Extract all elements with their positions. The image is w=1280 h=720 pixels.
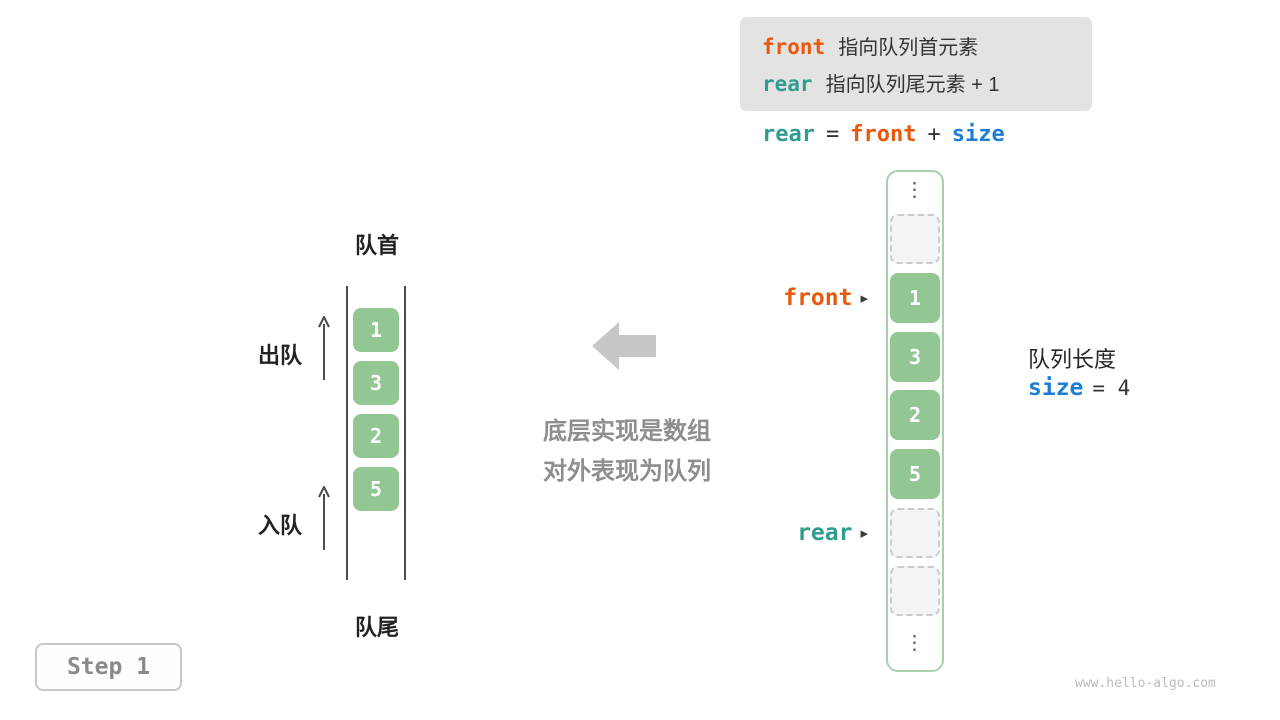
- equation-rear: rear: [762, 121, 815, 147]
- dequeue-arrow-icon: [318, 316, 330, 380]
- array-cell: 5: [890, 449, 940, 499]
- left-arrow-icon: [592, 322, 656, 370]
- front-pointer-arrow-icon: ▸: [860, 290, 868, 307]
- equation: rear = front + size: [762, 118, 1005, 150]
- array-cell: 3: [890, 332, 940, 382]
- queue-cell: 3: [353, 361, 399, 405]
- legend-box: front 指向队列首元素 rear 指向队列尾元素 + 1: [740, 17, 1092, 111]
- size-value: = 4: [1092, 376, 1131, 400]
- step-badge: Step 1: [35, 643, 182, 691]
- rear-description: 指向队列尾元素 + 1: [825, 74, 1000, 96]
- queue-cell: 5: [353, 467, 399, 511]
- rear-pointer: rear ▸: [730, 519, 868, 547]
- equation-front: front: [850, 121, 917, 147]
- front-pointer-label: front: [783, 285, 853, 311]
- array-cell: 2: [890, 390, 940, 440]
- transition-caption: 底层实现是数组 对外表现为队列: [505, 412, 749, 492]
- array-cell: [890, 508, 940, 558]
- queue-wall-right: [404, 286, 406, 580]
- queue-cell: 1: [353, 308, 399, 352]
- enqueue-arrow-icon: [318, 486, 330, 550]
- rear-pointer-label: rear: [797, 520, 853, 546]
- front-keyword: front: [762, 35, 826, 59]
- legend-row-rear: rear 指向队列尾元素 + 1: [762, 68, 1070, 97]
- equation-plus: +: [927, 121, 941, 147]
- transition-line-2: 对外表现为队列: [543, 458, 711, 485]
- equation-equals: =: [825, 121, 840, 147]
- queue-length-value: size = 4: [1028, 375, 1130, 401]
- legend-row-front: front 指向队列首元素: [762, 31, 1070, 60]
- array-cell: [890, 214, 940, 264]
- equation-size: size: [951, 121, 1005, 147]
- rear-pointer-arrow-icon: ▸: [860, 525, 868, 542]
- front-pointer: front ▸: [730, 284, 868, 312]
- rear-keyword: rear: [762, 72, 813, 96]
- array-cell: 1: [890, 273, 940, 323]
- queue-wall-left: [346, 286, 348, 580]
- array-ellipsis-bottom: ⋮: [904, 632, 926, 654]
- queue-cell: 2: [353, 414, 399, 458]
- dequeue-label: 出队: [258, 343, 303, 368]
- front-description: 指向队列首元素: [838, 37, 979, 59]
- transition-line-1: 底层实现是数组: [543, 418, 711, 445]
- array-ellipsis-top: ⋮: [904, 179, 926, 201]
- queue-head-label: 队首: [354, 233, 399, 258]
- queue-length-title: 队列长度: [1028, 347, 1117, 372]
- queue-tail-label: 队尾: [354, 615, 399, 640]
- watermark: www.hello-algo.com: [1075, 676, 1216, 691]
- size-keyword: size: [1028, 375, 1084, 401]
- enqueue-label: 入队: [258, 513, 303, 538]
- array-cell: [890, 566, 940, 616]
